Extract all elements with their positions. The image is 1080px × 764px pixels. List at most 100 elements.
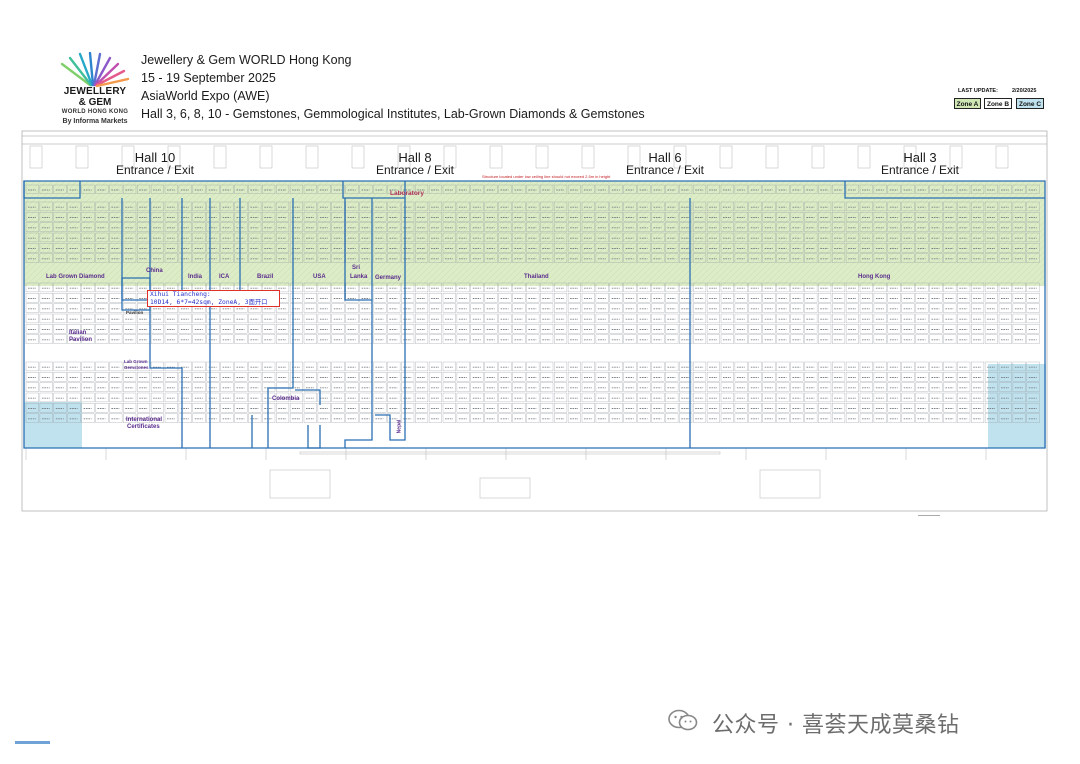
booth [428, 282, 442, 293]
booth [95, 243, 109, 253]
booth [762, 282, 776, 293]
booth [651, 293, 665, 303]
booth [818, 184, 832, 194]
booth [373, 222, 387, 232]
booth [665, 253, 679, 263]
booth [693, 392, 707, 403]
booth [540, 243, 554, 253]
booth [276, 232, 290, 243]
booth [95, 324, 109, 334]
booth [317, 253, 331, 263]
hall-3-label: Hall 3 Entrance / Exit [875, 151, 965, 177]
booth [832, 282, 846, 293]
booth [957, 403, 971, 413]
booth [192, 382, 206, 392]
booth [679, 324, 693, 334]
booth [971, 282, 985, 293]
booth [39, 243, 53, 253]
region-usa: USA [313, 274, 326, 280]
region-lab-grown-diamond: Lab Grown Diamond [46, 274, 105, 280]
booth [734, 201, 748, 212]
booth [164, 243, 178, 253]
booth [164, 184, 178, 194]
booth [526, 413, 540, 423]
booth [748, 201, 762, 212]
booth [331, 303, 345, 313]
booth [109, 293, 123, 303]
booth [39, 253, 53, 263]
booth [762, 232, 776, 243]
booth [706, 282, 720, 293]
booth [804, 403, 818, 413]
booth [1012, 372, 1026, 382]
booth [428, 253, 442, 263]
booth [693, 212, 707, 222]
booth [1026, 372, 1040, 382]
booth [442, 334, 456, 344]
booth [595, 372, 609, 382]
booth [206, 324, 220, 334]
booth [220, 313, 234, 324]
booth [206, 382, 220, 392]
booth [53, 201, 67, 212]
booth [164, 382, 178, 392]
last-update-value: 2/20/2025 [1011, 88, 1037, 94]
booth [387, 382, 401, 392]
booth [262, 201, 276, 212]
booth [818, 324, 832, 334]
booth [150, 184, 164, 194]
booth [762, 361, 776, 372]
booth [845, 392, 859, 403]
event-title: Jewellery & Gem WORLD Hong Kong [141, 53, 352, 67]
booth [873, 201, 887, 212]
booth [651, 403, 665, 413]
booth [957, 253, 971, 263]
booth [276, 282, 290, 293]
region-nepal: Nepal [396, 419, 403, 434]
scale-marker [918, 515, 940, 516]
structure-detail [443, 145, 457, 169]
booth [957, 184, 971, 194]
booth [25, 243, 39, 253]
booth [317, 243, 331, 253]
booth [915, 253, 929, 263]
booth [317, 201, 331, 212]
booth [762, 253, 776, 263]
booth [331, 313, 345, 324]
booth [651, 303, 665, 313]
booth [581, 392, 595, 403]
booth [540, 184, 554, 194]
booth [859, 293, 873, 303]
booth [67, 232, 81, 243]
booth [957, 372, 971, 382]
booth [609, 313, 623, 324]
booth [567, 361, 581, 372]
booth [790, 201, 804, 212]
hall-3-name: Hall 3 [903, 150, 937, 165]
booth [665, 212, 679, 222]
booth [818, 313, 832, 324]
booth [95, 212, 109, 222]
booth [498, 293, 512, 303]
booth [331, 361, 345, 372]
booth [665, 324, 679, 334]
booth [150, 313, 164, 324]
booth [234, 243, 248, 253]
booth [456, 361, 470, 372]
booth [123, 222, 137, 232]
booth [971, 403, 985, 413]
booth [845, 282, 859, 293]
booth [289, 324, 303, 334]
booth [428, 184, 442, 194]
booth [345, 403, 359, 413]
booth [887, 212, 901, 222]
booth [915, 403, 929, 413]
booth [456, 403, 470, 413]
booth [289, 232, 303, 243]
booth [109, 334, 123, 344]
booth [637, 382, 651, 392]
booth [248, 313, 262, 324]
booth [359, 403, 373, 413]
booth [887, 313, 901, 324]
booth [317, 361, 331, 372]
